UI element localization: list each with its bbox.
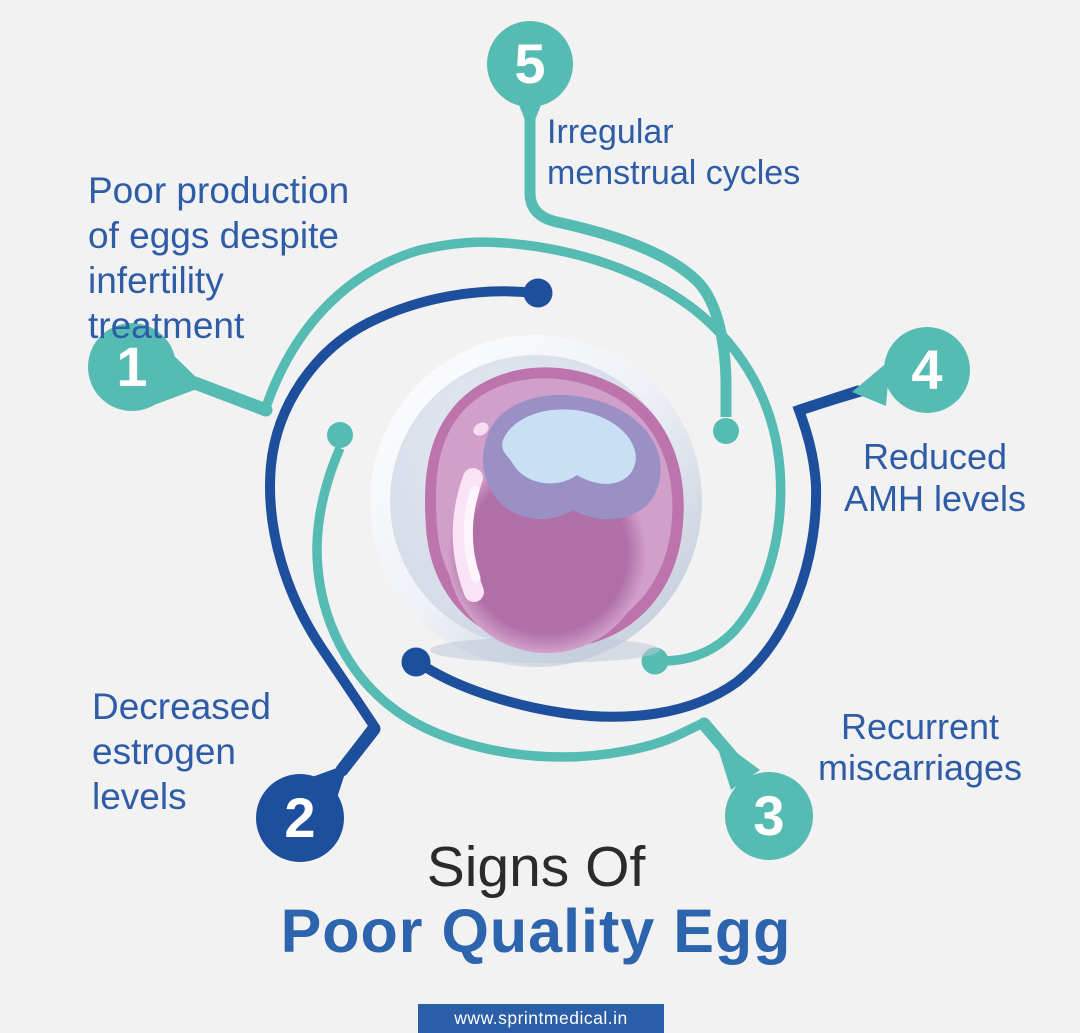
arc-endpoint-dot: [523, 278, 553, 308]
connector-arcs: [188, 98, 868, 783]
step-badge-5: 5: [487, 21, 573, 120]
egg-highlight-dot: [473, 422, 489, 436]
page-title-prefix: Signs Of: [426, 835, 646, 899]
sign-label-4: Reduced AMH levels: [843, 436, 1027, 519]
arc-step5-teal: [524, 98, 739, 444]
nucleus: [502, 409, 636, 484]
step-badge-1: 1: [88, 323, 205, 411]
step-number: 2: [284, 786, 315, 849]
arc-endpoint-dot: [327, 422, 353, 448]
step-badge-3: 3: [714, 736, 813, 860]
step-number: 1: [116, 335, 147, 398]
arc-endpoint-dot: [401, 647, 431, 677]
step-badge-4: 4: [852, 327, 970, 413]
website-footer: www.sprintmedical.in: [418, 1004, 664, 1033]
step-badge-2: 2: [256, 764, 348, 862]
page-title: Poor Quality Egg: [280, 897, 792, 965]
sign-label-2: Decreased estrogen levels: [92, 686, 271, 817]
step-badges: 1 2 3 4 5: [88, 21, 970, 862]
step-number: 3: [753, 784, 784, 847]
arc-step4-blue: [401, 385, 868, 722]
egg-highlight-inner: [463, 485, 481, 583]
egg-cell-icon: [370, 335, 702, 667]
sign-label-1: Poor production of eggs despite infertil…: [88, 170, 350, 346]
arc-step2-blue: [265, 278, 553, 783]
sign-label-3: Recurrent miscarriages: [817, 706, 1023, 788]
arc-endpoint-dot: [713, 418, 739, 444]
sign-label-5: Irregular menstrual cycles: [547, 113, 801, 192]
step-number: 4: [911, 338, 942, 401]
egg-highlight: [452, 468, 484, 602]
step-number: 5: [514, 32, 545, 95]
